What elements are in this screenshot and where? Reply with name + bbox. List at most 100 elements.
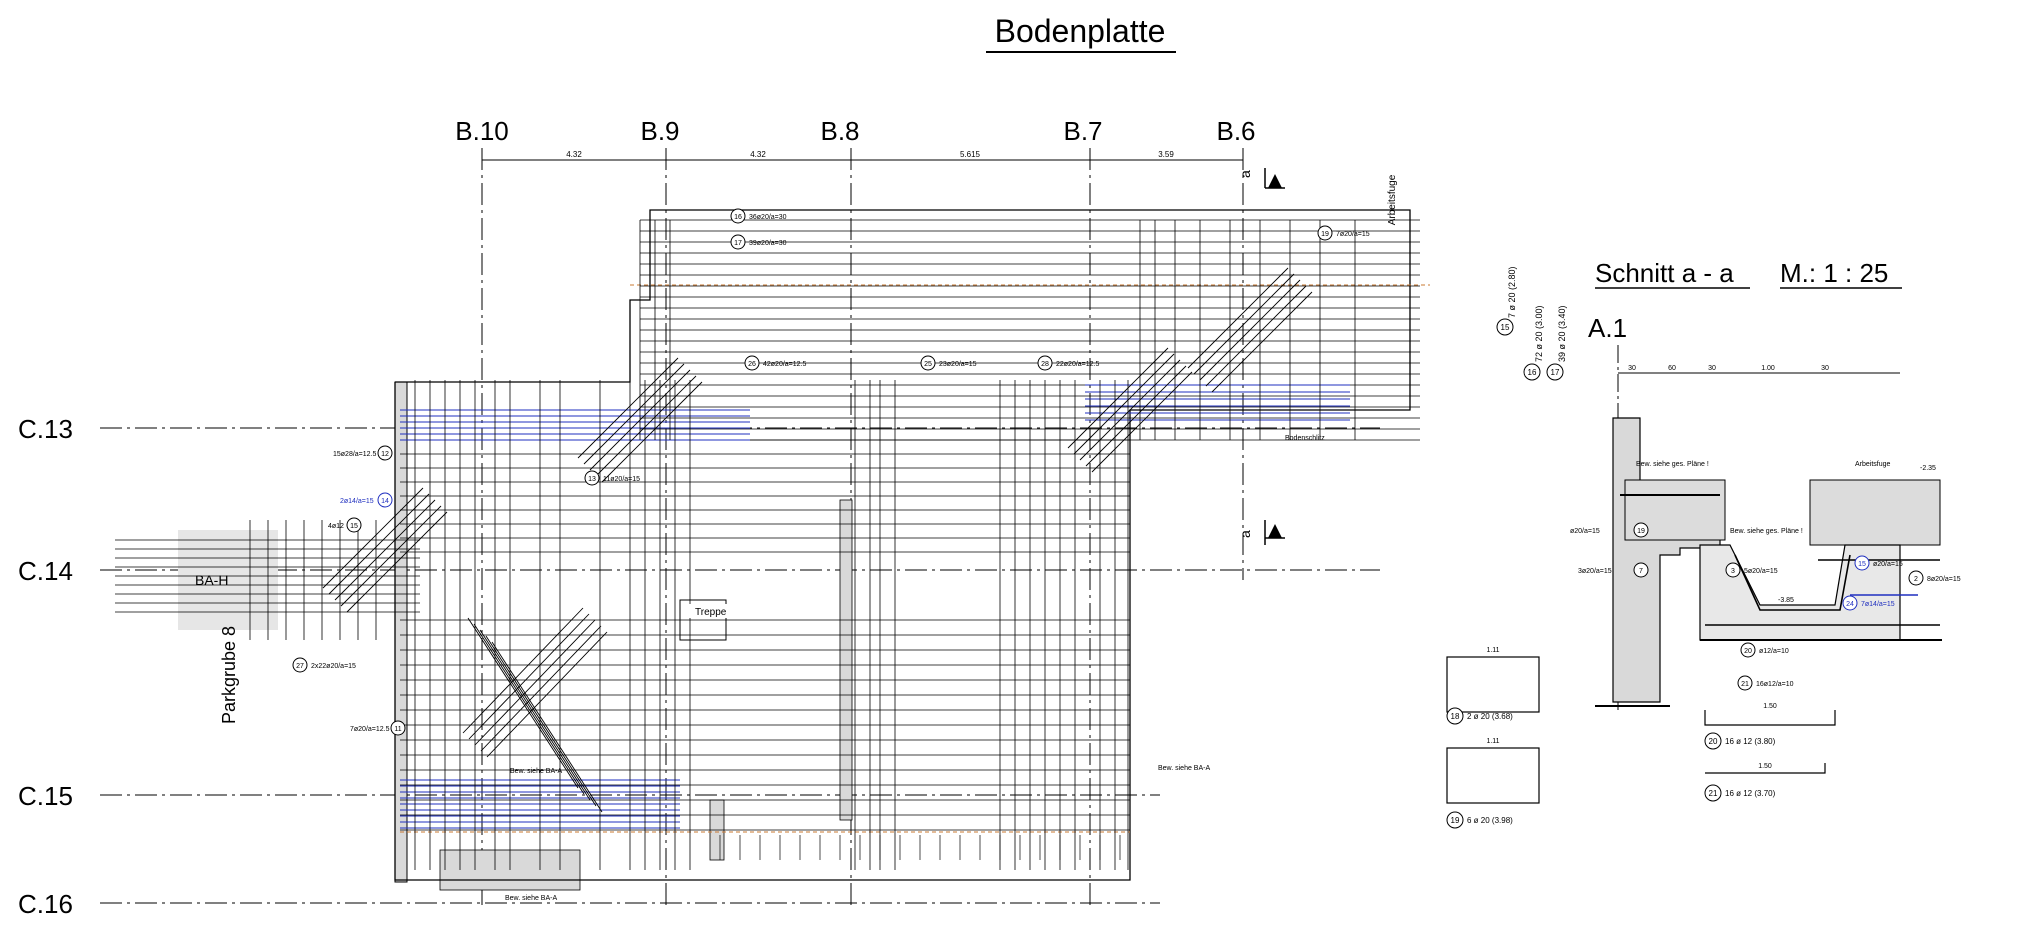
svg-text:4ø12: 4ø12 bbox=[328, 523, 344, 530]
rebar-line bbox=[340, 505, 442, 607]
svg-text:Bew. siehe ges. Pläne !: Bew. siehe ges. Pläne ! bbox=[1636, 461, 1709, 468]
section-axis-label: A.1 bbox=[1588, 313, 1627, 343]
rebar-line bbox=[1085, 365, 1187, 467]
svg-text:6 ø 20 (3.98): 6 ø 20 (3.98) bbox=[1467, 816, 1513, 825]
svg-text:20: 20 bbox=[1744, 648, 1752, 655]
svg-text:Bew. siehe ges. Pläne !: Bew. siehe ges. Pläne ! bbox=[1730, 528, 1803, 535]
label-bew-ba-a-2: Bew. siehe BA-A bbox=[505, 895, 557, 902]
rebar-line bbox=[462, 607, 584, 734]
rebar-line bbox=[334, 499, 436, 601]
axis-label-b9: B.9 bbox=[640, 116, 679, 146]
label-ba-h: BA-H bbox=[195, 572, 228, 588]
callout-16: 16 36ø20/a=30 bbox=[730, 208, 787, 224]
axis-grid bbox=[100, 148, 1380, 905]
rebar-line bbox=[473, 623, 585, 795]
svg-text:2x22ø20/a=15: 2x22ø20/a=15 bbox=[311, 663, 356, 670]
callout-13: 13 11ø20/a=15 bbox=[584, 470, 640, 486]
svg-text:1.50: 1.50 bbox=[1763, 703, 1777, 710]
svg-text:7ø20/a=15: 7ø20/a=15 bbox=[1336, 231, 1370, 238]
axis-label-b7: B.7 bbox=[1063, 116, 1102, 146]
svg-text:-2.35: -2.35 bbox=[1920, 465, 1936, 472]
rebar-line bbox=[1079, 359, 1181, 461]
svg-text:2: 2 bbox=[1914, 576, 1918, 583]
section-callout-20: 20 ø12/a=10 bbox=[1740, 642, 1789, 658]
rebar-line bbox=[1073, 353, 1175, 455]
section-title: Schnitt a - a bbox=[1595, 258, 1734, 288]
svg-text:16 ø 12 (3.70): 16 ø 12 (3.70) bbox=[1725, 789, 1776, 798]
svg-text:ø20/a=15: ø20/a=15 bbox=[1873, 561, 1903, 568]
axis-label-c13: C.13 bbox=[18, 414, 73, 444]
svg-text:1.11: 1.11 bbox=[1486, 647, 1499, 654]
svg-text:17: 17 bbox=[734, 240, 742, 247]
rebar-line bbox=[1193, 273, 1295, 375]
rebar-line bbox=[1199, 279, 1301, 381]
svg-text:7ø20/a=12.5: 7ø20/a=12.5 bbox=[350, 726, 390, 733]
slab-outline bbox=[178, 209, 1430, 891]
section-marker-top: a bbox=[1237, 168, 1285, 189]
rebar-line bbox=[486, 631, 608, 758]
svg-text:30: 30 bbox=[1708, 365, 1716, 372]
label-arbeitsfuge: Arbeitsfuge bbox=[1387, 174, 1398, 225]
svg-text:12: 12 bbox=[381, 451, 389, 458]
svg-text:Arbeitsfuge: Arbeitsfuge bbox=[1855, 461, 1891, 468]
svg-text:ø20/a=15: ø20/a=15 bbox=[1570, 528, 1600, 535]
axis-label-b10: B.10 bbox=[455, 116, 509, 146]
vertical-schedule: 15 7 ø 20 (2.80) 16 72 ø 20 (3.00) 17 39… bbox=[1496, 266, 1567, 381]
rebar-line bbox=[322, 487, 424, 589]
bending-schedule: 1.11 18 2 ø 20 (3.68) 1.11 19 6 ø 20 (3.… bbox=[1446, 647, 1836, 829]
rebar-line bbox=[479, 629, 591, 801]
svg-text:5ø20/a=15: 5ø20/a=15 bbox=[1744, 568, 1778, 575]
svg-text:14: 14 bbox=[381, 498, 389, 505]
svg-text:30: 30 bbox=[1628, 365, 1636, 372]
svg-text:25: 25 bbox=[924, 361, 932, 368]
svg-text:16: 16 bbox=[734, 214, 742, 221]
rebar-line bbox=[491, 641, 603, 813]
svg-text:13: 13 bbox=[588, 476, 596, 483]
svg-text:22ø20/a=12.5: 22ø20/a=12.5 bbox=[1056, 361, 1100, 368]
svg-text:7 ø 20 (2.80): 7 ø 20 (2.80) bbox=[1507, 266, 1517, 318]
dim-2: 4.32 bbox=[750, 150, 766, 159]
axis-label-b8: B.8 bbox=[820, 116, 859, 146]
axis-label-c14: C.14 bbox=[18, 556, 73, 586]
axis-label-c16: C.16 bbox=[18, 889, 73, 919]
label-bew-ba-a-3: Bew. siehe BA-A bbox=[1158, 765, 1210, 772]
rebar-line bbox=[601, 381, 703, 483]
svg-text:1.00: 1.00 bbox=[1761, 365, 1775, 372]
svg-text:39 ø 20 (3.40): 39 ø 20 (3.40) bbox=[1557, 305, 1567, 362]
rebar-line bbox=[1187, 267, 1289, 369]
svg-text:23ø20/a=15: 23ø20/a=15 bbox=[939, 361, 977, 368]
rebar-line bbox=[467, 617, 579, 789]
rebar-line bbox=[583, 363, 685, 465]
label-bodenschlitz: Bodenschlitz bbox=[1285, 435, 1325, 442]
rebar-lines bbox=[115, 219, 1420, 870]
svg-text:11ø20/a=15: 11ø20/a=15 bbox=[603, 476, 640, 483]
rebar-line bbox=[589, 369, 691, 471]
svg-text:16 ø 12 (3.80): 16 ø 12 (3.80) bbox=[1725, 737, 1776, 746]
rebar-line bbox=[468, 613, 590, 740]
dim-3: 5.615 bbox=[960, 150, 981, 159]
rebar-line bbox=[577, 357, 679, 459]
svg-text:15: 15 bbox=[1501, 323, 1510, 332]
svg-text:ø12/a=10: ø12/a=10 bbox=[1759, 648, 1789, 655]
section-mark-bottom: a bbox=[1237, 530, 1253, 538]
svg-text:36ø20/a=30: 36ø20/a=30 bbox=[749, 214, 787, 221]
rebar-line bbox=[328, 493, 430, 595]
axis-label-b6: B.6 bbox=[1216, 116, 1255, 146]
svg-text:60: 60 bbox=[1668, 365, 1676, 372]
svg-text:16ø12/a=10: 16ø12/a=10 bbox=[1756, 681, 1794, 688]
svg-text:8ø20/a=15: 8ø20/a=15 bbox=[1927, 576, 1961, 583]
svg-text:24: 24 bbox=[1846, 601, 1854, 608]
